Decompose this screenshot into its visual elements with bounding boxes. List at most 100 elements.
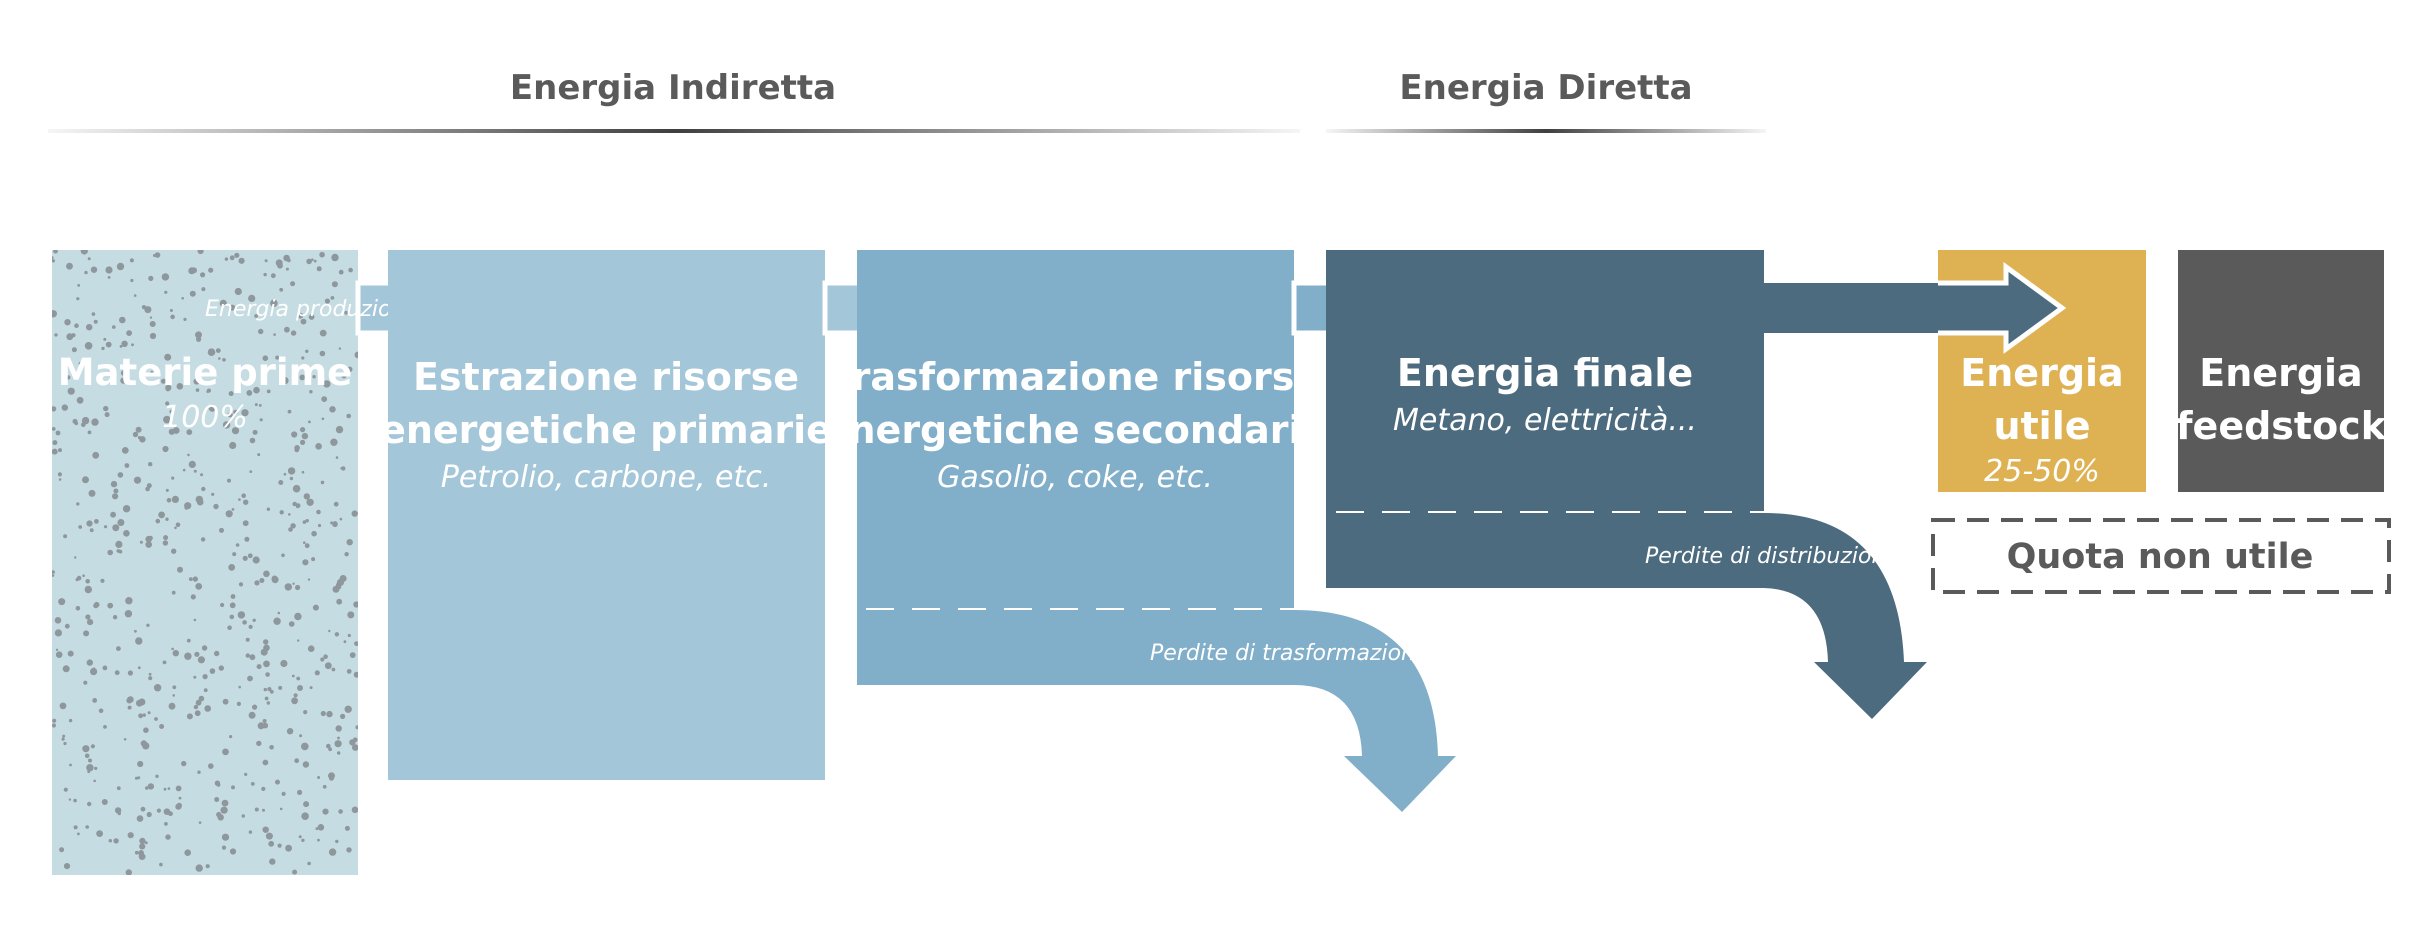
speckle-dot [241, 493, 246, 499]
speckle-dot [259, 578, 265, 583]
speckle-dot [103, 405, 109, 412]
speckle-dot [136, 699, 143, 707]
speckle-dot [107, 549, 113, 556]
speckle-dot [305, 519, 309, 523]
speckle-dot [186, 429, 193, 435]
speckle-dot [263, 644, 270, 652]
speckle-dot [335, 425, 344, 434]
speckle-dot [231, 508, 235, 511]
speckle-dot [163, 415, 171, 424]
speckle-dot [52, 440, 58, 446]
speckle-dot [344, 825, 350, 831]
speckle-dot [266, 701, 270, 705]
speckle-dot [293, 693, 298, 698]
speckle-dot [145, 786, 149, 790]
speckle-dot [220, 806, 228, 814]
speckle-dot [241, 814, 245, 818]
speckle-dot [302, 520, 307, 524]
speckle-dot [90, 266, 98, 273]
trasformazione-title-line2: energetiche secondarie [823, 408, 1328, 452]
speckle-dot [52, 256, 54, 259]
speckle-dot [243, 499, 249, 505]
speckle-dot [269, 858, 276, 865]
stage-energia-finale [1326, 250, 1927, 719]
speckle-dot [301, 838, 305, 842]
speckle-dot [144, 306, 152, 314]
materie-prime-box [52, 250, 358, 875]
speckle-dot [162, 660, 167, 665]
speckle-dot [194, 710, 201, 717]
speckle-dot [221, 799, 229, 807]
speckle-dot [279, 807, 283, 811]
speckle-dot [252, 429, 258, 435]
speckle-dot [153, 684, 162, 692]
speckle-dot [228, 564, 236, 571]
speckle-dot [141, 305, 147, 310]
speckle-dot [63, 534, 68, 539]
speckle-dot [133, 294, 137, 297]
speckle-dot [306, 498, 314, 506]
speckle-dot [192, 576, 198, 582]
speckle-dot [140, 740, 147, 747]
speckle-dot [171, 647, 174, 651]
speckle-dot [93, 319, 98, 324]
speckle-dot [147, 711, 151, 715]
speckle-dot [116, 786, 121, 791]
speckle-dot [189, 290, 196, 297]
speckle-dot [166, 497, 172, 503]
speckle-dot [127, 670, 133, 676]
speckle-dot [351, 510, 358, 517]
speckle-dot [64, 623, 70, 629]
speckle-dot [55, 651, 63, 658]
speckle-dot [281, 791, 286, 797]
speckle-dot [290, 281, 296, 287]
speckle-dot [292, 869, 298, 875]
speckle-dot [306, 258, 312, 265]
speckle-dot [341, 373, 347, 379]
speckle-dot [113, 488, 119, 494]
speckle-dot [124, 610, 133, 618]
speckle-dot [82, 574, 85, 577]
speckle-dot [247, 675, 253, 682]
flow-arrow-finale-head-outline [1938, 262, 2067, 354]
speckle-dot [107, 602, 114, 609]
speckle-dot [85, 825, 89, 829]
speckle-dot [126, 330, 132, 336]
speckle-dot [93, 603, 99, 609]
speckle-dot [142, 713, 146, 717]
speckle-dot [312, 604, 319, 611]
speckle-dot [254, 580, 260, 586]
speckle-dot [261, 786, 266, 792]
speckle-dot [148, 672, 152, 676]
speckle-dot [55, 648, 59, 651]
speckle-dot [220, 602, 225, 608]
speckle-dot [162, 445, 169, 453]
speckle-dot [164, 353, 172, 361]
speckle-dot [181, 297, 184, 300]
speckle-dot [130, 278, 134, 283]
speckle-dot [198, 821, 202, 824]
speckle-dot [188, 267, 196, 275]
speckle-dot [229, 848, 237, 855]
speckle-dot [307, 645, 315, 652]
speckle-dot [257, 722, 265, 730]
speckle-dot [107, 276, 111, 279]
speckle-dot [298, 835, 302, 839]
speckle-dot [200, 473, 204, 477]
speckle-dot [249, 437, 256, 444]
speckle-dot [71, 347, 77, 353]
energia-utile-title-line1: Energia [1960, 351, 2123, 395]
speckle-dot [104, 412, 110, 418]
speckle-dot [76, 502, 80, 506]
speckle-dot [241, 409, 249, 417]
speckle-dot [205, 864, 210, 869]
speckle-dot [252, 556, 260, 564]
energia-feedstock-title-line2: feedstock [2176, 404, 2387, 448]
speckle-dot [315, 827, 319, 831]
speckle-dot [270, 299, 278, 308]
speckle-dot [167, 787, 171, 790]
speckle-dot [112, 325, 116, 329]
speckle-dot [242, 555, 248, 561]
speckle-dot [98, 708, 104, 714]
speckle-dot [74, 323, 79, 329]
